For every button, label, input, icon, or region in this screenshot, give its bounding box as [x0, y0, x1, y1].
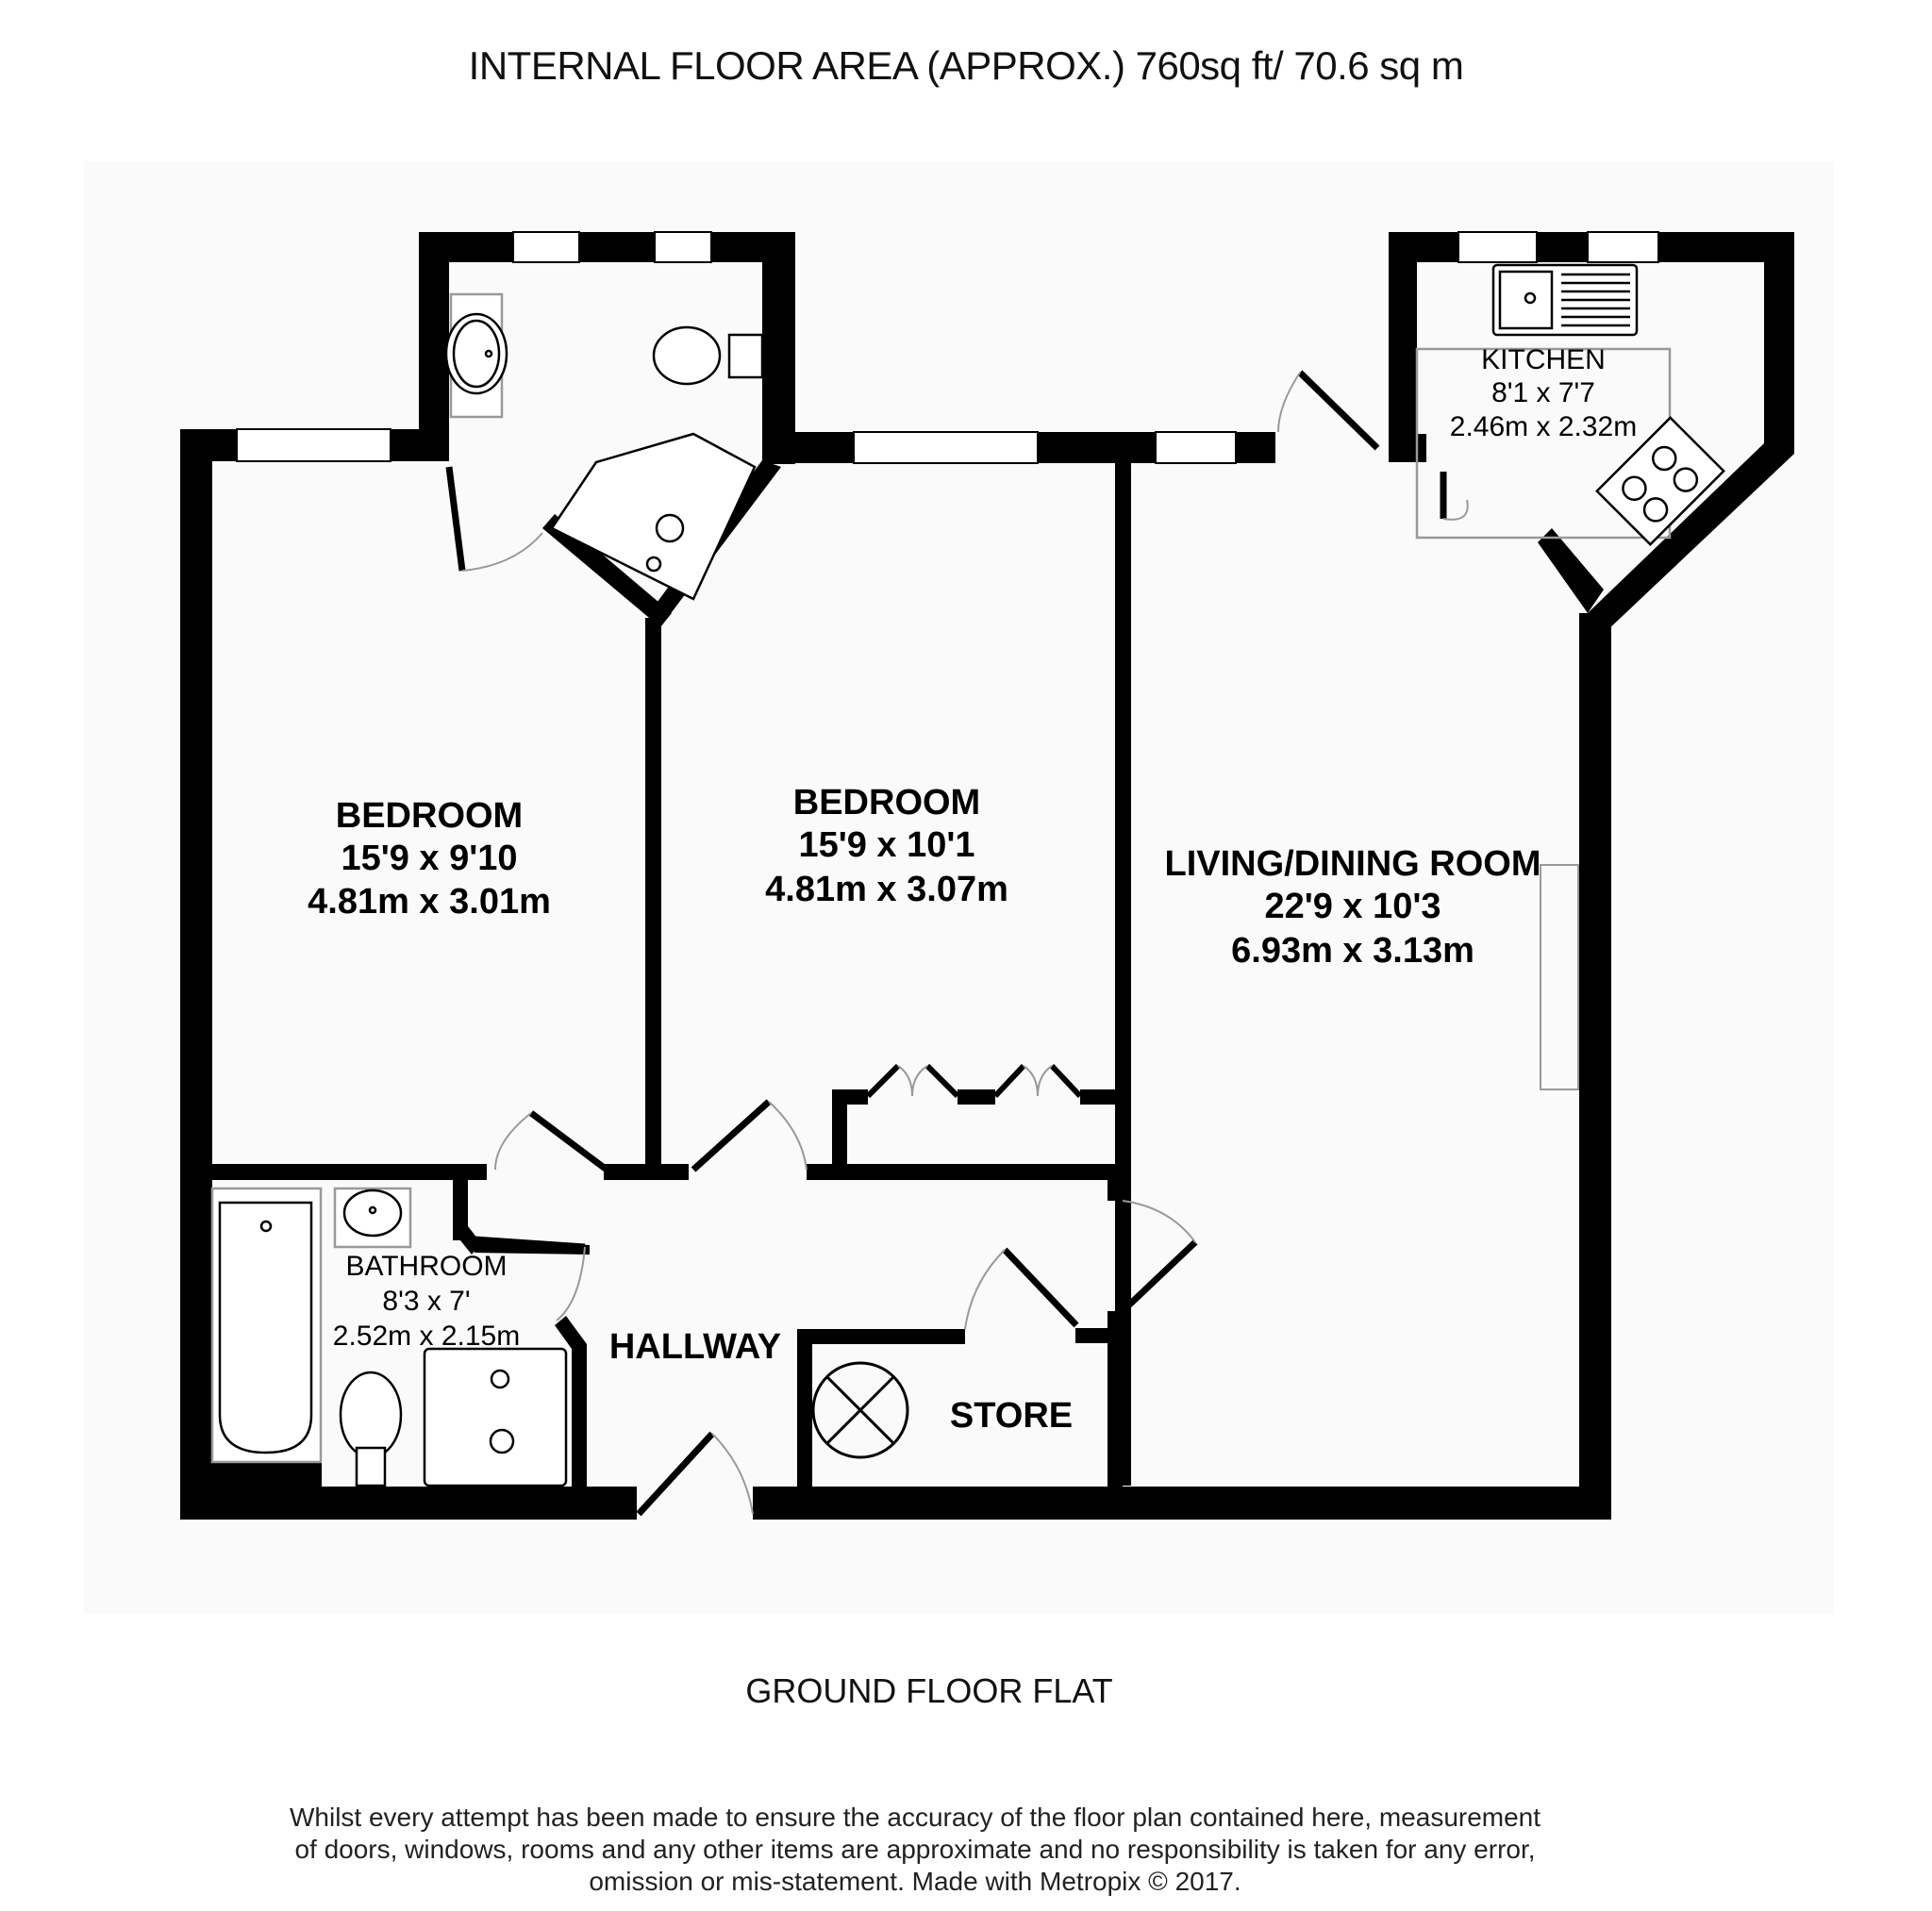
ensuite-fixtures: [444, 292, 764, 601]
door-living-to-hall-outside: [1297, 370, 1380, 451]
room-dimensions-metric: 2.52m x 2.15m: [333, 1321, 520, 1352]
window-ensuite-2: [654, 231, 712, 263]
door-store: [1002, 1247, 1079, 1328]
windows: [236, 231, 1659, 464]
room-dimensions-metric: 6.93m x 3.13m: [1231, 931, 1474, 971]
window-bedroom1: [236, 428, 391, 462]
room-label-store: STORE: [950, 1396, 1073, 1436]
disclaimer-line: of doors, windows, rooms and any other i…: [294, 1835, 1536, 1864]
room-label-bedroom1: BEDROOM 15'9 x 9'10 4.81m x 3.01m: [308, 796, 551, 922]
ensuite-toilet-icon: [652, 325, 722, 386]
kitchen-fixtures: [1415, 263, 1725, 546]
room-dimensions-metric: 4.81m x 3.01m: [308, 882, 551, 922]
door-entrance: [636, 1431, 715, 1517]
bath-icon: [218, 1201, 313, 1454]
bathroom-shower-tray-icon: [423, 1347, 568, 1487]
room-label-living: LIVING/DINING ROOM 22'9 x 10'3 6.93m x 3…: [1165, 844, 1541, 971]
disclaimer-line: omission or mis-statement. Made with Met…: [589, 1867, 1241, 1896]
room-dimensions-imperial: 8'3 x 7': [382, 1286, 470, 1317]
room-dimensions-imperial: 22'9 x 10'3: [1264, 887, 1441, 926]
room-label-kitchen: KITCHEN 8'1 x 7'7 2.46m x 2.32m: [1450, 344, 1637, 442]
wardrobe-doors: [865, 1063, 1083, 1099]
window-bedroom2: [853, 431, 1039, 464]
room-dimensions-metric: 2.46m x 2.32m: [1450, 411, 1637, 442]
room-name: BEDROOM: [336, 796, 523, 836]
boiler-cylinder-icon: [811, 1361, 909, 1459]
window-ensuite-1: [512, 231, 580, 263]
sink-drainer-lines: [1561, 273, 1630, 327]
wardrobe-swings: [897, 1065, 1053, 1097]
room-dimensions-metric: 4.81m x 3.07m: [765, 870, 1008, 909]
window-kitchen-2: [1587, 231, 1659, 263]
door-bedroom1: [528, 1110, 609, 1172]
door-ensuite: [445, 466, 466, 572]
doors: [445, 370, 1447, 1517]
floor-area-title: INTERNAL FLOOR AREA (APPROX.) 760sq ft/ …: [468, 43, 1464, 88]
disclaimer-line: Whilst every attempt has been made to en…: [289, 1803, 1541, 1832]
door-swings: [461, 372, 1469, 1515]
hob-icon: [1595, 416, 1725, 546]
room-label-hallway: HALLWAY: [609, 1327, 781, 1367]
floor-label: GROUND FLOOR FLAT: [745, 1671, 1113, 1710]
room-name: BATHROOM: [345, 1251, 507, 1282]
bathroom-toilet-icon: [339, 1371, 403, 1459]
ensuite-shower-tray-icon: [550, 432, 757, 601]
room-dimensions-imperial: 8'1 x 7'7: [1491, 377, 1595, 408]
room-label-bedroom2: BEDROOM 15'9 x 10'1 4.81m x 3.07m: [765, 783, 1008, 909]
window-kitchen-1: [1457, 231, 1538, 263]
room-name: LIVING/DINING ROOM: [1165, 844, 1541, 884]
window-living: [1155, 431, 1237, 464]
room-dimensions-imperial: 15'9 x 10'1: [798, 825, 974, 865]
bathroom-fixtures: [210, 1187, 568, 1487]
room-name: KITCHEN: [1481, 344, 1606, 375]
room-dimensions-imperial: 15'9 x 9'10: [341, 839, 517, 878]
room-label-bathroom: BATHROOM 8'3 x 7' 2.52m x 2.15m: [333, 1251, 520, 1352]
door-living-from-hall: [1120, 1239, 1198, 1314]
disclaimer: Whilst every attempt has been made to en…: [226, 1802, 1604, 1898]
door-bathroom: [474, 1236, 586, 1251]
room-name: BEDROOM: [793, 783, 980, 823]
door-bedroom2: [691, 1099, 772, 1172]
